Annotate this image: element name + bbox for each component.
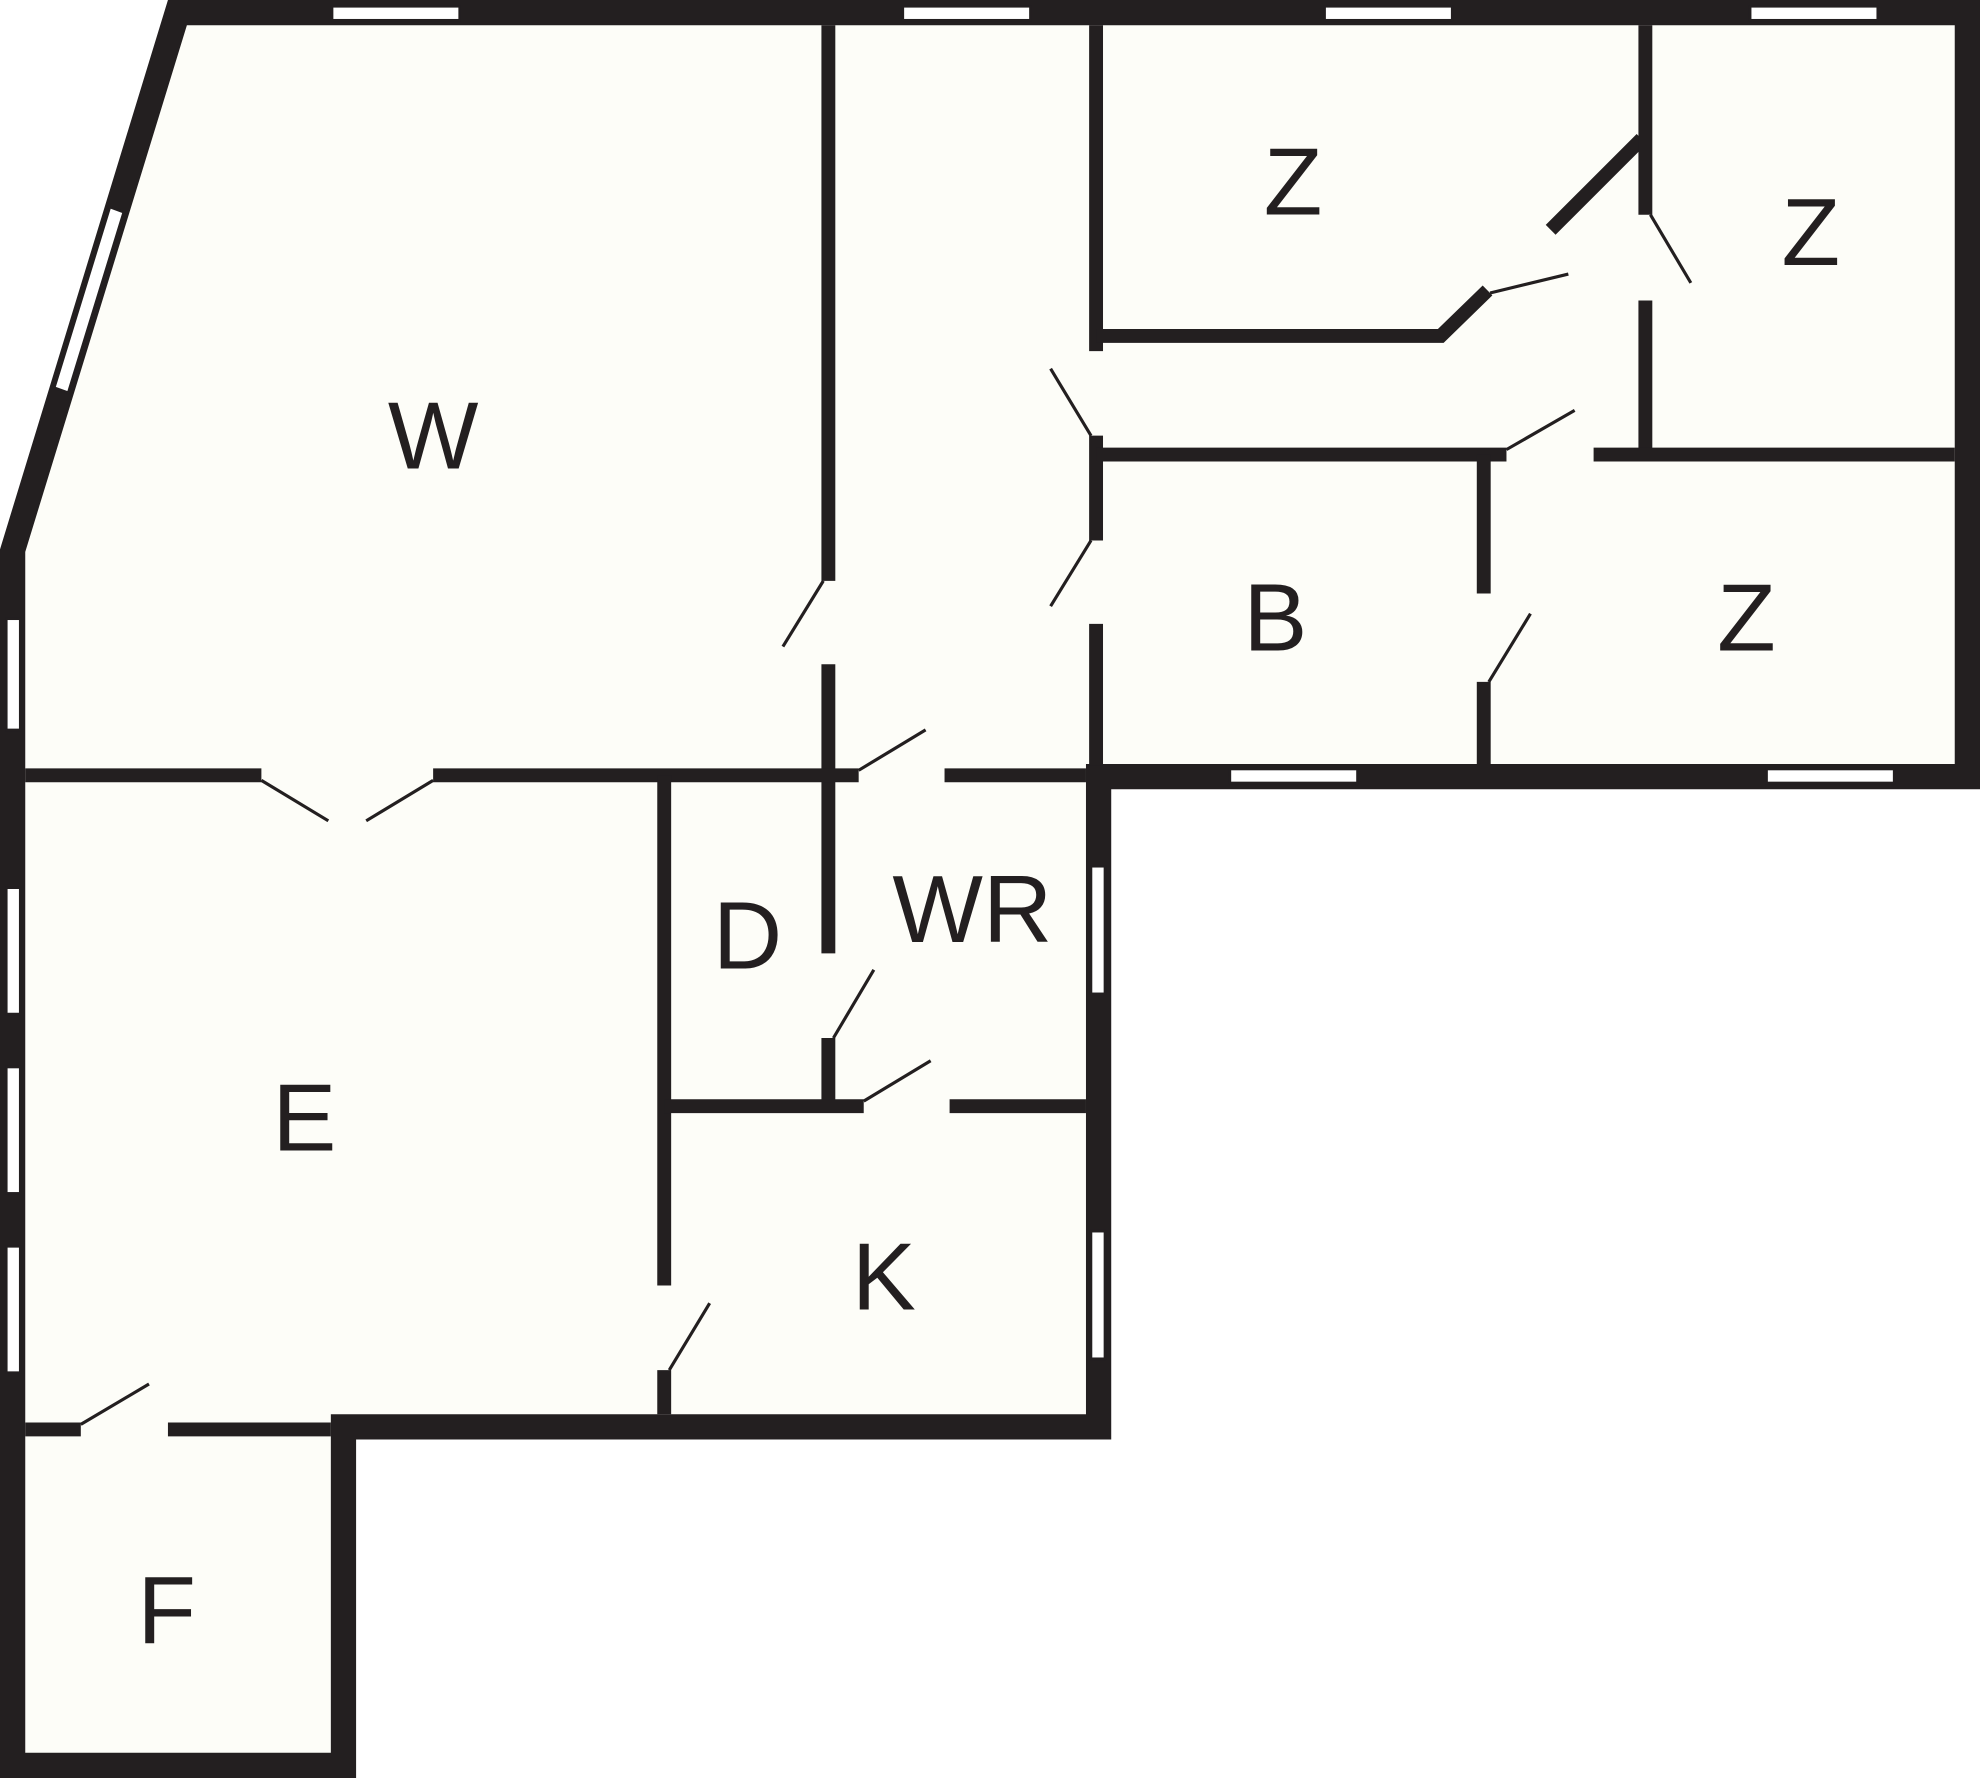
interior-walls bbox=[25, 25, 1955, 1437]
room-label-z: Z bbox=[1264, 129, 1323, 236]
room-label-z: Z bbox=[1781, 179, 1840, 286]
window bbox=[1089, 1229, 1107, 1361]
window bbox=[1748, 5, 1879, 22]
room-label-f: F bbox=[137, 1557, 196, 1664]
window bbox=[1323, 5, 1454, 22]
window bbox=[5, 886, 22, 1016]
window bbox=[901, 5, 1032, 22]
room-label-wr: WR bbox=[892, 856, 1052, 963]
room-label-d: D bbox=[713, 883, 782, 990]
windows bbox=[5, 5, 1896, 1374]
doors bbox=[80, 213, 1693, 1426]
room-label-w: W bbox=[388, 383, 479, 490]
window bbox=[330, 5, 461, 22]
room-label-k: K bbox=[852, 1223, 916, 1330]
window bbox=[1228, 767, 1359, 785]
window bbox=[1765, 767, 1896, 785]
room-label-b: B bbox=[1243, 564, 1307, 671]
room-labels: W Z Z B Z D WR E K F bbox=[137, 129, 1840, 1664]
window bbox=[5, 1245, 22, 1374]
window bbox=[1089, 865, 1107, 996]
window bbox=[5, 617, 22, 732]
room-label-z: Z bbox=[1717, 564, 1776, 671]
window bbox=[5, 1065, 22, 1195]
room-label-e: E bbox=[272, 1064, 336, 1171]
window bbox=[52, 205, 126, 395]
